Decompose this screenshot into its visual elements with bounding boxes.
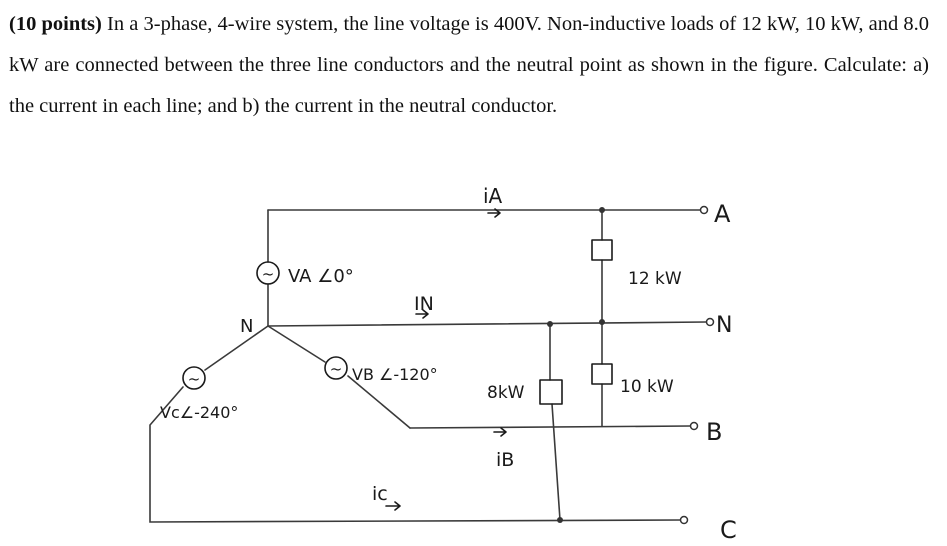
wire-load-8-bottom: [551, 403, 561, 521]
terminal-a-circle: [699, 205, 709, 215]
junction-dot: [547, 321, 553, 327]
label-source-b: VB ∠-120°: [352, 365, 438, 384]
source-b-circle: [324, 356, 348, 380]
wire-source-b-to-line-b: [347, 375, 411, 429]
source-c-symbol: ~: [188, 370, 201, 388]
label-load-8: 8kW: [487, 383, 525, 403]
current-n-arrow: [415, 309, 429, 319]
wire-source-c-down: [149, 386, 681, 523]
current-b-arrow: [493, 427, 507, 437]
label-load-10: 10 kW: [620, 377, 674, 397]
terminal-n-circle: [705, 317, 715, 327]
junction-dot: [599, 319, 605, 325]
load-12kw-resistor: [591, 239, 613, 261]
problem-statement: (10 points) In a 3-phase, 4-wire system,…: [9, 4, 929, 127]
label-terminal-b: B: [706, 418, 722, 446]
points-label: (10 points): [9, 13, 102, 35]
source-b: ~: [324, 356, 348, 380]
load-8kw-resistor: [539, 379, 563, 405]
source-a-circle: [256, 261, 280, 285]
wire-neutral: [267, 321, 707, 327]
terminal-b-circle: [689, 421, 699, 431]
label-source-a: VA ∠0°: [288, 266, 354, 287]
source-b-symbol: ~: [330, 360, 343, 378]
current-c-arrow: [385, 501, 401, 511]
junction-dot: [557, 517, 563, 523]
label-load-12: 12 kW: [628, 269, 682, 289]
source-c-circle: [182, 366, 206, 390]
label-current-n: IN: [414, 293, 434, 315]
load-10kw-resistor: [591, 363, 613, 385]
terminal-c-circle: [679, 515, 689, 525]
wires: [149, 205, 715, 525]
label-terminal-n: N: [716, 313, 732, 338]
label-neutral-point: N: [240, 316, 253, 337]
current-a-arrow: [487, 208, 501, 218]
junction-dot: [599, 207, 605, 213]
label-terminal-a: A: [714, 200, 731, 228]
label-current-b: iB: [496, 449, 514, 471]
label-current-c: ic: [372, 483, 388, 505]
label-terminal-c: C: [720, 516, 737, 544]
source-a: ~: [256, 261, 280, 285]
circuit-diagram: ~ ~ ~ iA IN iB ic A N B C N VA ∠0° VB ∠-…: [149, 184, 737, 544]
problem-text: In a 3-phase, 4-wire system, the line vo…: [9, 13, 929, 117]
source-c: ~: [182, 366, 206, 390]
label-source-c: Vc∠-240°: [160, 403, 238, 422]
wire-neutral-to-source-b: [267, 325, 326, 363]
label-current-a: iA: [483, 184, 503, 208]
wire-line-b: [409, 425, 691, 429]
source-a-symbol: ~: [262, 265, 275, 283]
wire-neutral-to-source-c: [204, 325, 269, 371]
